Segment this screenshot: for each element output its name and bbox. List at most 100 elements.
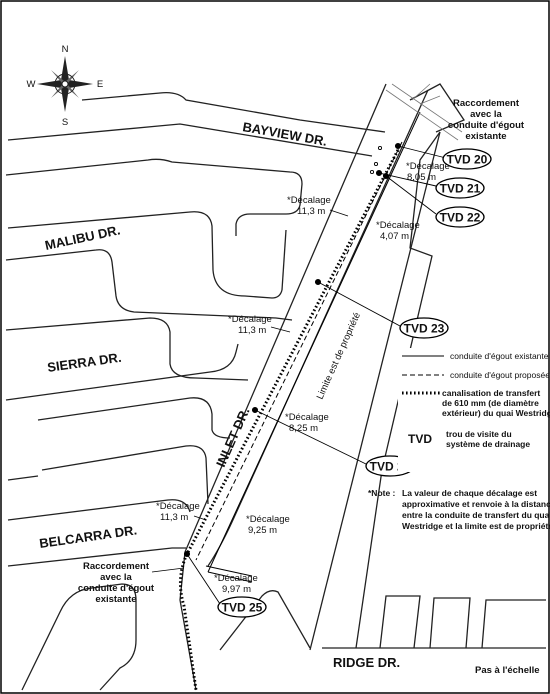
svg-text:Westridge et la limite est de: Westridge et la limite est de propriété. (402, 521, 550, 531)
svg-text:4,07 m: 4,07 m (380, 231, 409, 242)
compass-n-label: N (62, 44, 69, 55)
compass-w-label: W (27, 79, 36, 90)
legend-transfer-label: canalisation de transfert (442, 388, 540, 398)
offset-annotation: *Décalage 9,25 m (246, 514, 290, 536)
offset-annotation: *Décalage 8,05 m (406, 161, 450, 183)
legend-proposed-label: conduite d'égout proposée (450, 370, 550, 380)
block-west-stub (7, 475, 39, 481)
svg-text:9,25 m: 9,25 m (248, 525, 277, 536)
inlet-west-edge (179, 83, 387, 691)
scale-note: Pas à l'échelle (475, 665, 540, 676)
svg-text:11,3 m: 11,3 m (160, 512, 188, 523)
svg-text:*Décalage: *Décalage (246, 514, 290, 525)
compass-e-label: E (97, 79, 103, 90)
malibu-south-edge (7, 211, 283, 299)
sierra-north-edge (5, 317, 249, 381)
manhole-callout-tvd-22: TVD 22 (435, 206, 485, 228)
svg-text:*Décalage: *Décalage (287, 195, 331, 206)
svg-text:11,3 m: 11,3 m (238, 325, 266, 336)
street-label-malibu: MALIBU DR. (44, 222, 122, 253)
svg-text:existante: existante (95, 594, 136, 605)
legend-existing-label: conduite d'égout existante (450, 351, 549, 361)
manhole-leaders (183, 142, 447, 605)
offset-annotation: *Décalage 8,25 m (285, 412, 329, 434)
offset-annotation: *Décalage 11,3 m (228, 314, 291, 336)
block-above-belcarra (41, 445, 209, 505)
legend-tvd-desc: trou de visite du (446, 429, 512, 439)
south-connection-label: Raccordement avec la conduite d'égout ex… (78, 561, 185, 605)
svg-text:conduite d'égout: conduite d'égout (78, 583, 155, 594)
property-line (207, 111, 421, 573)
north-east-block (409, 83, 465, 133)
legend: conduite d'égout existante conduite d'ég… (398, 348, 550, 472)
street-edges (5, 83, 546, 691)
svg-text:9,97 m: 9,97 m (222, 584, 251, 595)
offset-annotation: *Décalage 11,3 m (287, 195, 349, 217)
manhole-callout-tvd-21: TVD 21 (435, 177, 485, 199)
malibu-north-block (5, 158, 303, 236)
manhole-callout-tvd-25: TVD 25 (217, 596, 267, 618)
manhole-callout-tvd-23: TVD 23 (399, 317, 449, 339)
svg-text:8,05 m: 8,05 m (407, 172, 436, 183)
svg-text:8,25 m: 8,25 m (289, 423, 318, 434)
street-label-bayview: BAYVIEW DR. (241, 119, 328, 149)
svg-text:TVD 23: TVD 23 (404, 322, 445, 336)
property-line-south-jog (207, 571, 253, 583)
note-block: *Note : La valeur de chaque décalage est… (368, 488, 550, 531)
malibu-east-stub (281, 229, 287, 291)
svg-text:*Décalage: *Décalage (228, 314, 272, 325)
svg-text:Raccordement: Raccordement (453, 98, 520, 109)
svg-text:de 610 mm (de diamètre: de 610 mm (de diamètre (442, 398, 539, 408)
proposed-sewer-line (195, 141, 403, 561)
east-parcel-east (355, 131, 441, 649)
svg-text:avec la: avec la (100, 572, 132, 583)
legend-tvd-abbr: TVD (408, 432, 432, 446)
svg-text:*Décalage: *Décalage (156, 501, 200, 512)
belcarra-north-edge (7, 499, 191, 521)
svg-text:TVD 25: TVD 25 (222, 601, 263, 615)
sierra-south-edge (5, 343, 239, 401)
block-malibu-sierra (5, 249, 293, 321)
svg-text:TVD 20: TVD 20 (447, 153, 488, 167)
svg-text:approximative et renvoie à la: approximative et renvoie à la distance (402, 499, 550, 509)
note-title: *Note : (368, 488, 396, 498)
compass-s-label: S (62, 117, 68, 128)
svg-text:entre la conduite de transfert: entre la conduite de transfert du quai (402, 510, 550, 520)
compass-rose: N S E W (27, 44, 104, 128)
street-label-belcarra: BELCARRA DR. (38, 522, 138, 551)
bayview-south-edge (7, 123, 373, 157)
manhole-callout-tvd-20: TVD 20 (442, 148, 492, 170)
north-connection-label: Raccordement avec la conduite d'égout ex… (448, 98, 525, 142)
ridge-north-block (219, 590, 311, 651)
east-parcel-west (309, 131, 441, 651)
svg-text:11,3 m: 11,3 m (297, 206, 325, 217)
svg-text:*Décalage: *Décalage (214, 573, 258, 584)
ridge-lot-3 (481, 599, 546, 649)
svg-text:système de drainage: système de drainage (446, 439, 530, 449)
svg-text:*Décalage: *Décalage (376, 220, 420, 231)
svg-text:conduite d'égout: conduite d'égout (448, 120, 525, 131)
north-connection-stubs (385, 83, 463, 141)
transfer-pipe (179, 149, 400, 691)
ridge-lot-2 (429, 597, 471, 649)
svg-text:*Décalage: *Décalage (406, 161, 450, 172)
street-label-ridge: RIDGE DR. (333, 655, 400, 670)
street-label-sierra: SIERRA DR. (46, 350, 122, 375)
svg-text:existante: existante (465, 131, 506, 142)
ridge-lot-1 (379, 595, 421, 649)
bayview-north-edge (81, 92, 386, 133)
offset-annotation: *Décalage 9,97 m (214, 573, 258, 595)
svg-text:extérieur) du quai Westridge: extérieur) du quai Westridge (442, 408, 550, 418)
offset-annotation: *Décalage 11,3 m (156, 501, 207, 523)
block-south-sierra (37, 397, 231, 439)
belcarra-south-edge (7, 547, 186, 567)
offset-annotation: *Décalage 4,07 m (376, 220, 420, 242)
svg-text:TVD 22: TVD 22 (440, 211, 481, 225)
property-line-south-jog-2 (205, 565, 253, 577)
svg-text:avec la: avec la (470, 109, 502, 120)
svg-text:Raccordement: Raccordement (83, 561, 150, 572)
svg-text:La valeur de chaque décalage e: La valeur de chaque décalage est (402, 488, 537, 498)
